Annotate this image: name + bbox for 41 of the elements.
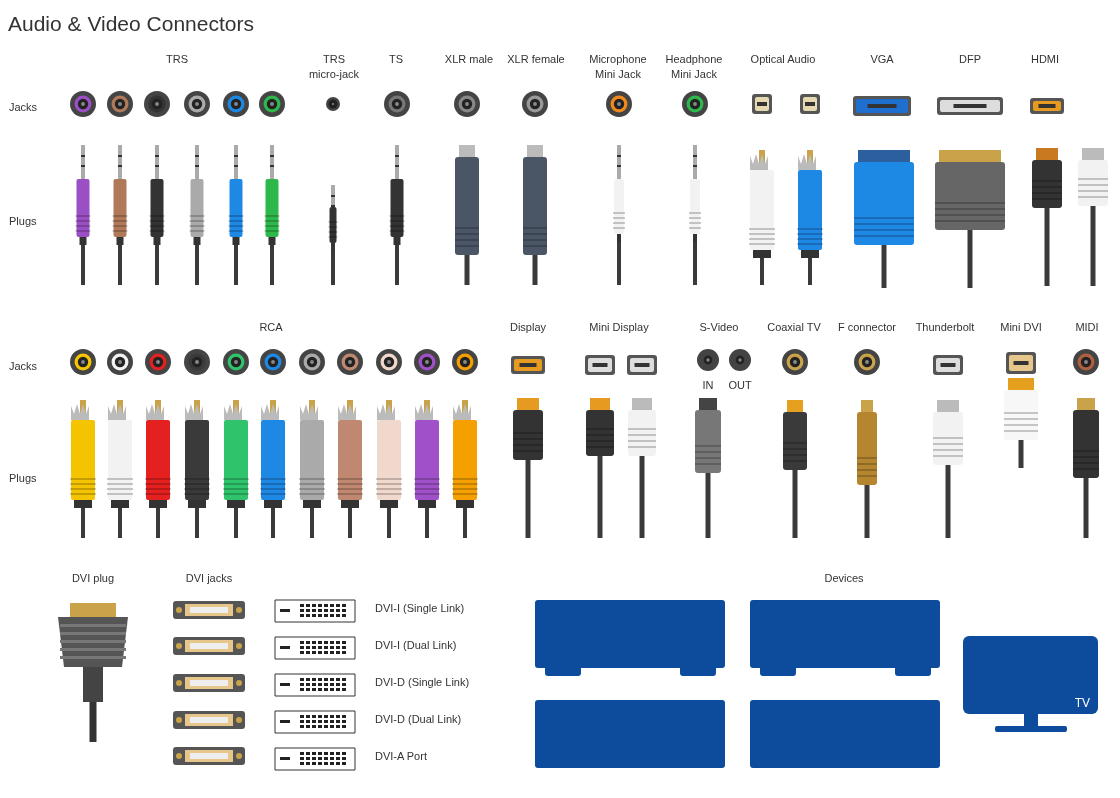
row-label: Jacks xyxy=(9,100,39,115)
port-label: DVI-I (Dual Link) xyxy=(375,638,458,653)
column-label: Optical Audio xyxy=(749,52,817,67)
column-label: Microphone Mini Jack xyxy=(588,52,648,82)
column-label: Mini Display xyxy=(588,320,650,335)
port-label: OUT xyxy=(727,378,753,393)
column-label: F connector xyxy=(836,320,898,335)
column-label: Coaxial TV xyxy=(766,320,822,335)
row-label: Jacks xyxy=(9,359,39,374)
column-label: HDMI xyxy=(1029,52,1061,67)
device-box xyxy=(535,600,725,668)
port-label: DVI-D (Single Link) xyxy=(375,675,471,690)
row-label: Plugs xyxy=(9,214,38,229)
column-label: Display xyxy=(508,320,548,335)
device-box xyxy=(750,700,940,768)
column-label: DFP xyxy=(958,52,982,67)
device-box xyxy=(750,600,940,668)
port-label: DVI-I (Single Link) xyxy=(375,601,466,616)
column-label: MIDI xyxy=(1074,320,1100,335)
column-label: RCA xyxy=(258,320,284,335)
column-label: Mini DVI xyxy=(999,320,1043,335)
port-label: DVI-D (Dual Link) xyxy=(375,712,463,727)
section-label: DVI jacks xyxy=(184,571,234,586)
section-label: DVI plug xyxy=(70,571,116,586)
column-label: TRS micro-jack xyxy=(307,52,361,82)
port-label: DVI-A Port xyxy=(375,749,428,764)
row-label: Plugs xyxy=(9,471,38,486)
column-label: XLR female xyxy=(506,52,566,67)
column-label: Headphone Mini Jack xyxy=(664,52,724,82)
column-label: VGA xyxy=(869,52,895,67)
column-label: S-Video xyxy=(698,320,740,335)
column-label: Thunderbolt xyxy=(914,320,976,335)
column-label: XLR male xyxy=(443,52,495,67)
diagram-title: Audio & Video Connectors xyxy=(8,12,254,36)
column-label: TRS xyxy=(165,52,189,67)
port-label: IN xyxy=(701,378,715,393)
device-label: TV xyxy=(1074,696,1090,710)
tv-screen xyxy=(963,636,1098,714)
device-box xyxy=(535,700,725,768)
section-label: Devices xyxy=(823,571,865,586)
column-label: TS xyxy=(387,52,405,67)
